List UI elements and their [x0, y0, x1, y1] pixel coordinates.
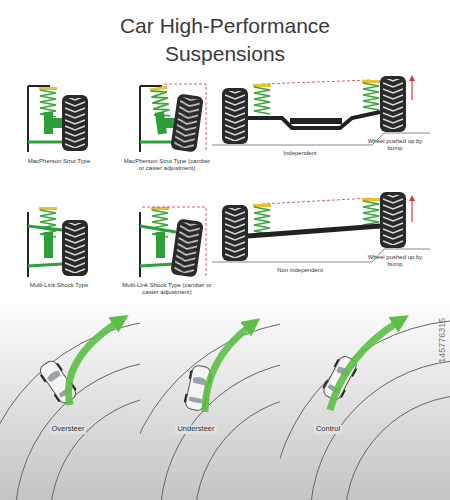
- part-label: MacPherson Strut Type (camber or caster …: [122, 158, 212, 172]
- path-arrow: [69, 322, 118, 405]
- macpherson-strut: [28, 86, 88, 152]
- part-label: Wheel pushed up by bump: [366, 254, 424, 268]
- part-label: MacPherson Strut Type: [14, 158, 104, 165]
- road-curves: [280, 320, 450, 500]
- path-arrow: [330, 322, 398, 410]
- multi-link-shock-adjusted: [140, 207, 206, 278]
- part-label: Independent: [270, 150, 330, 157]
- watermark: 145776315: [437, 290, 447, 390]
- non-independent-suspension: [212, 192, 430, 262]
- behaviour-label: Control: [314, 425, 342, 434]
- behaviour-label: Understeer: [175, 425, 216, 434]
- path-arrow: [205, 326, 250, 412]
- title: Car High-Performance Suspensions: [105, 12, 345, 69]
- multi-link-shock: [28, 207, 88, 277]
- independent-suspension: [212, 76, 430, 145]
- part-label: Non independent: [265, 267, 335, 274]
- macpherson-strut-adjusted: [140, 84, 206, 153]
- road-curves: [0, 320, 140, 500]
- part-label: Multi-Link Shock Type: [14, 282, 104, 289]
- behaviour-label: Oversteer: [50, 425, 87, 434]
- part-label: Wheel pushed up by bump: [366, 138, 424, 152]
- part-label: Multi-Link Shock Type (camber or caster …: [122, 282, 212, 296]
- road-curves: [140, 320, 280, 500]
